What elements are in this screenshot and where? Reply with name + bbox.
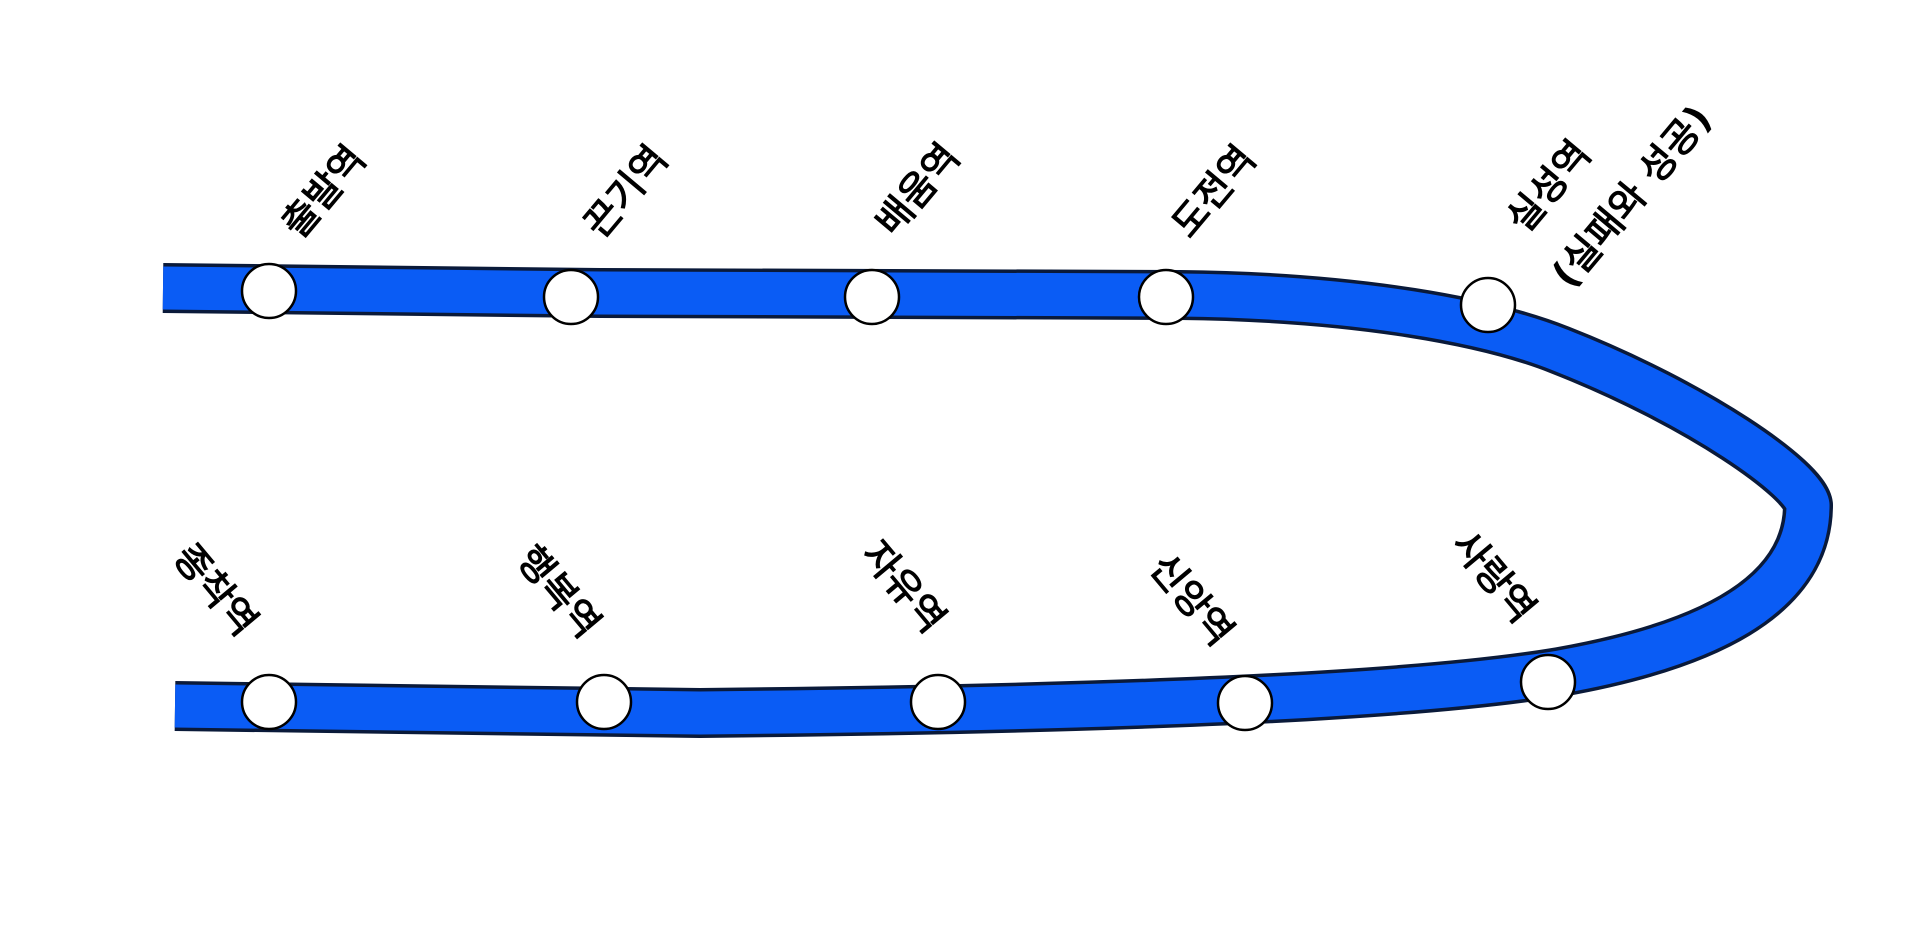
station-marker-freedom[interactable]: [909, 673, 967, 731]
station-marker-happiness[interactable]: [575, 673, 633, 731]
station-label-happiness: 행복역: [508, 538, 609, 647]
station-marker-departure[interactable]: [240, 262, 298, 320]
station-label-faith: 신앙역: [1141, 546, 1242, 655]
station-label-learning: 배움역: [867, 135, 968, 244]
station-marker-challenge[interactable]: [1137, 268, 1195, 326]
station-label-challenge: 도전역: [1163, 137, 1264, 246]
station-label-love: 사랑역: [1443, 523, 1544, 632]
station-label-terminal: 종착역: [165, 536, 266, 645]
station-marker-faith[interactable]: [1216, 674, 1274, 732]
station-label-patience: 끈기역: [575, 137, 676, 246]
station-label-freedom: 자유역: [853, 533, 954, 642]
station-marker-terminal[interactable]: [240, 673, 298, 731]
station-label-departure: 출발역: [273, 137, 374, 246]
station-marker-learning[interactable]: [843, 268, 901, 326]
station-marker-patience[interactable]: [542, 268, 600, 326]
station-marker-love[interactable]: [1519, 653, 1577, 711]
station-marker-practice[interactable]: [1459, 276, 1517, 334]
station-label-practice-subtitle: (실패와 성공): [1543, 97, 1720, 296]
